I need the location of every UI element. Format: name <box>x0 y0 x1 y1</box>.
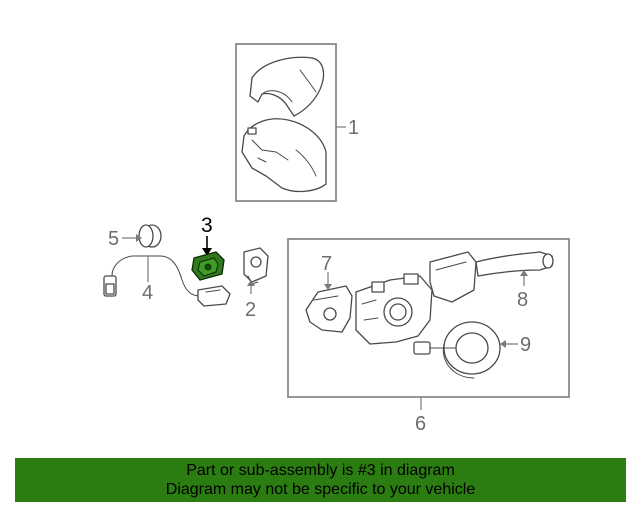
leader-3-arrowhead <box>202 248 212 256</box>
info-banner: Part or sub-assembly is #3 in diagram Di… <box>15 458 626 502</box>
part-6-switch-housing <box>355 273 433 345</box>
part-8-lever <box>429 251 554 303</box>
leader-7-arrowhead <box>324 284 332 290</box>
part-6-group-frame <box>287 238 570 398</box>
callout-1: 1 <box>348 117 359 139</box>
part-3-highlighted <box>191 251 225 281</box>
column-cover-lower <box>241 118 327 193</box>
callout-7: 7 <box>321 253 332 275</box>
part-2-switch <box>243 247 269 285</box>
callout-8: 8 <box>517 289 528 311</box>
leader-5-arrowhead <box>136 234 142 242</box>
banner-line-part-info: Part or sub-assembly is #3 in diagram <box>186 462 455 479</box>
callout-5: 5 <box>108 228 119 250</box>
callout-3: 3 <box>201 214 213 237</box>
part-5-grommet <box>138 224 162 248</box>
column-cover-upper <box>249 56 325 117</box>
callout-9: 9 <box>520 334 531 356</box>
callout-6: 6 <box>415 413 426 435</box>
banner-line-disclaimer: Diagram may not be specific to your vehi… <box>165 481 476 498</box>
leader-2-arrowhead <box>247 280 255 286</box>
part-1-group-frame <box>235 43 337 202</box>
part-7-switch-body <box>305 285 353 333</box>
callout-4: 4 <box>142 282 153 304</box>
part-9-spiral-cable <box>413 321 501 379</box>
part-4-harness <box>103 255 231 307</box>
leader-8-arrowhead <box>520 270 528 276</box>
leader-9-arrowhead <box>500 340 506 348</box>
callout-2: 2 <box>245 299 256 321</box>
